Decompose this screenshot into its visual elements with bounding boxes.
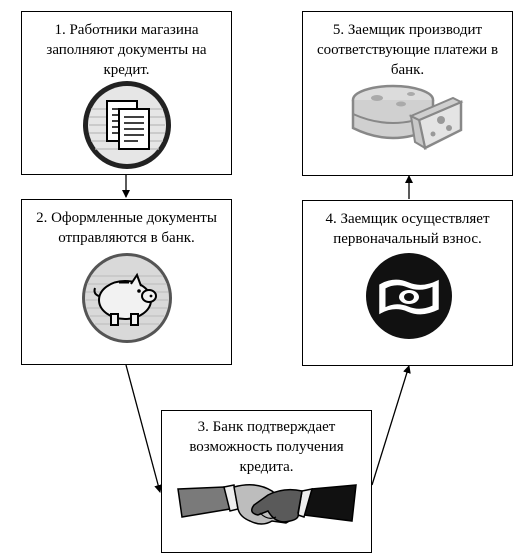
step-2-box: 2. Оформленные документы отправляются в … xyxy=(21,199,232,365)
documents-icon xyxy=(83,81,171,169)
banknote-icon xyxy=(366,253,452,339)
step-1-box: 1. Работники магазина заполняют документ… xyxy=(21,11,232,175)
step-4-label: 4. Заемщик осуществляет первоначальный в… xyxy=(325,211,490,247)
step-5-label: 5. Заемщик производит соответствующие пл… xyxy=(316,22,499,78)
handshake-icon xyxy=(177,484,357,525)
arrow-step3-to-step4 xyxy=(371,365,411,486)
arrow-step2-to-step3 xyxy=(125,364,163,493)
step-5-box: 5. Заемщик производит соответствующие пл… xyxy=(302,11,513,176)
step-3-label: 3. Банк подтверждает возможность получен… xyxy=(189,419,344,475)
step-1-label: 1. Работники магазина заполняют документ… xyxy=(46,22,207,78)
step-3-box: 3. Банк подтверждает возможность получен… xyxy=(161,410,372,553)
piggy-bank-icon xyxy=(82,253,172,343)
step-4-box: 4. Заемщик осуществляет первоначальный в… xyxy=(302,200,513,366)
step-2-label: 2. Оформленные документы отправляются в … xyxy=(36,210,217,246)
cheese-icon xyxy=(351,84,464,151)
